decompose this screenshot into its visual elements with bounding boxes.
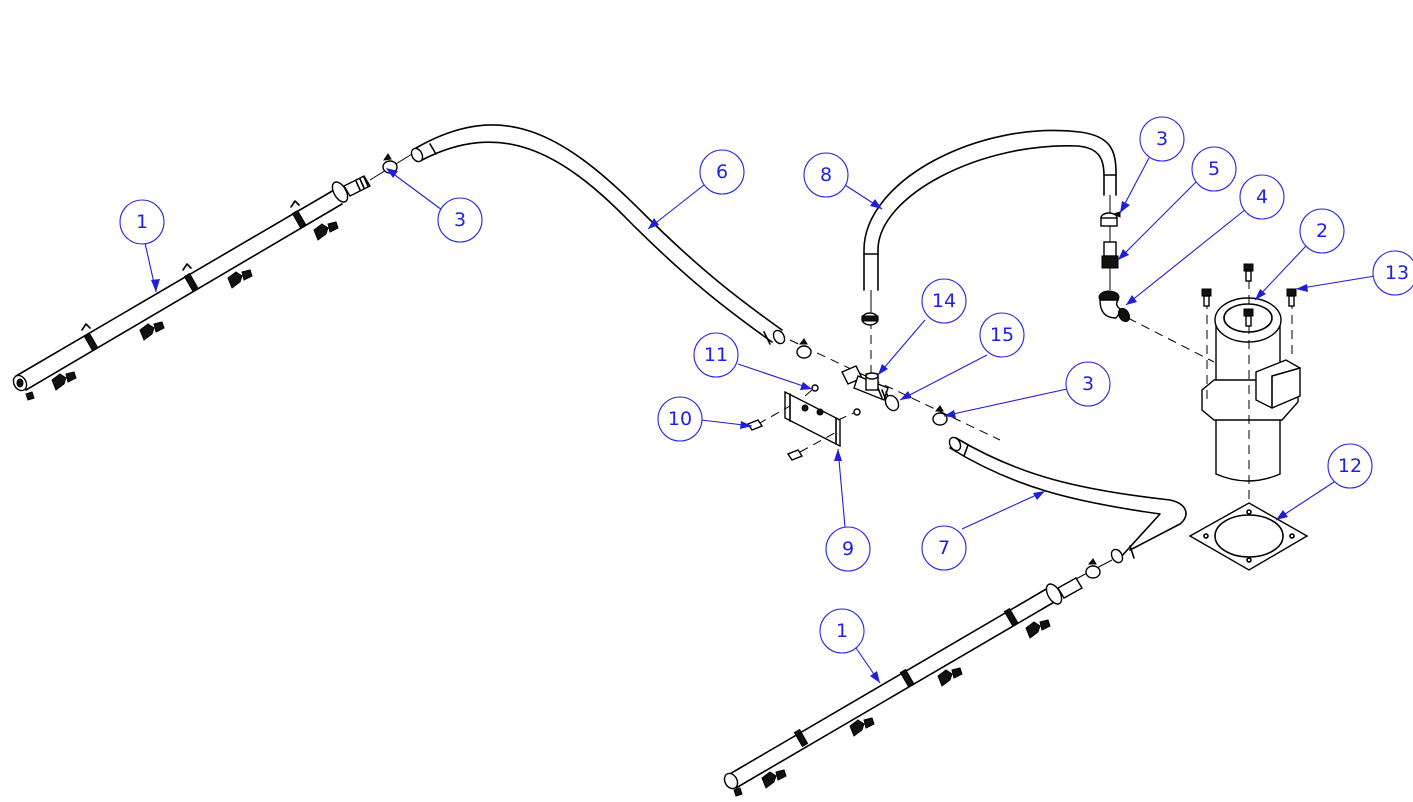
- pipe-clamp: [793, 607, 1019, 748]
- balloon-item-10[interactable]: 10: [657, 396, 703, 442]
- svg-text:3: 3: [1082, 373, 1094, 395]
- svg-text:2: 2: [1316, 220, 1328, 242]
- balloon-item-2[interactable]: 2: [1299, 208, 1345, 254]
- svg-text:11: 11: [704, 344, 728, 366]
- balloon-item-5[interactable]: 5: [1191, 146, 1237, 192]
- hose-clamp: [1100, 211, 1121, 227]
- hose-barb-fitting: [1101, 241, 1119, 269]
- spray-nozzle: [25, 221, 339, 401]
- balloon-item-15[interactable]: 15: [979, 312, 1025, 358]
- svg-text:13: 13: [1385, 262, 1409, 284]
- svg-text:5: 5: [1208, 158, 1220, 180]
- pipe-clamp: [81, 200, 307, 352]
- svg-text:3: 3: [454, 209, 466, 231]
- standoff: [746, 419, 804, 461]
- svg-text:3: 3: [1156, 128, 1168, 150]
- svg-text:1: 1: [836, 620, 848, 642]
- svg-text:7: 7: [938, 537, 950, 559]
- balloon-item-11[interactable]: 11: [693, 332, 739, 378]
- cap-screw: [1201, 263, 1297, 327]
- leader-lines: [144, 157, 1376, 684]
- tee-fitting: [865, 372, 879, 391]
- gasket-plate: [1188, 502, 1309, 571]
- svg-text:12: 12: [1338, 455, 1362, 477]
- svg-text:14: 14: [932, 290, 956, 312]
- balloon-item-13[interactable]: 13: [1372, 250, 1413, 296]
- svg-text:6: 6: [716, 161, 728, 183]
- svg-text:8: 8: [820, 164, 832, 186]
- balloon-item-3[interactable]: 3: [1139, 116, 1185, 162]
- hose-right: [948, 436, 1187, 581]
- junction-box: [1255, 359, 1301, 409]
- balloon-item-4[interactable]: 4: [1239, 174, 1285, 220]
- balloon-item-8[interactable]: 8: [803, 152, 849, 198]
- balloon-item-7[interactable]: 7: [921, 525, 967, 571]
- hose-clamp: [1085, 558, 1101, 579]
- svg-text:15: 15: [990, 324, 1014, 346]
- balloon-item-3[interactable]: 3: [1065, 361, 1111, 407]
- svg-text:10: 10: [668, 408, 692, 430]
- svg-text:4: 4: [1256, 186, 1268, 208]
- hose-top-arch: [863, 129, 1117, 312]
- hose-left: [410, 124, 786, 345]
- balloon-item-1[interactable]: 1: [819, 608, 865, 654]
- balloon-item-9[interactable]: 9: [825, 526, 871, 572]
- balloon-item-3[interactable]: 3: [437, 197, 483, 243]
- balloon-item-14[interactable]: 14: [921, 278, 967, 324]
- hose-clamp: [796, 312, 948, 426]
- elbow-fitting: [1098, 290, 1131, 323]
- spray-bar-left: [12, 153, 413, 401]
- tee-assembly: [789, 312, 1001, 441]
- screw: [811, 384, 861, 416]
- svg-text:1: 1: [136, 211, 148, 233]
- balloon-item-6[interactable]: 6: [699, 149, 745, 195]
- svg-text:9: 9: [842, 538, 854, 560]
- mounting-bracket: [757, 389, 857, 453]
- hose-barb: [355, 176, 369, 191]
- spray-bar-right: [723, 577, 1083, 797]
- hose-barb-tee: [877, 387, 900, 412]
- pump-motor: [1201, 280, 1301, 540]
- balloon-item-1[interactable]: 1: [119, 199, 165, 245]
- spray-nozzle: [733, 619, 1051, 797]
- balloon-item-12[interactable]: 12: [1327, 443, 1373, 489]
